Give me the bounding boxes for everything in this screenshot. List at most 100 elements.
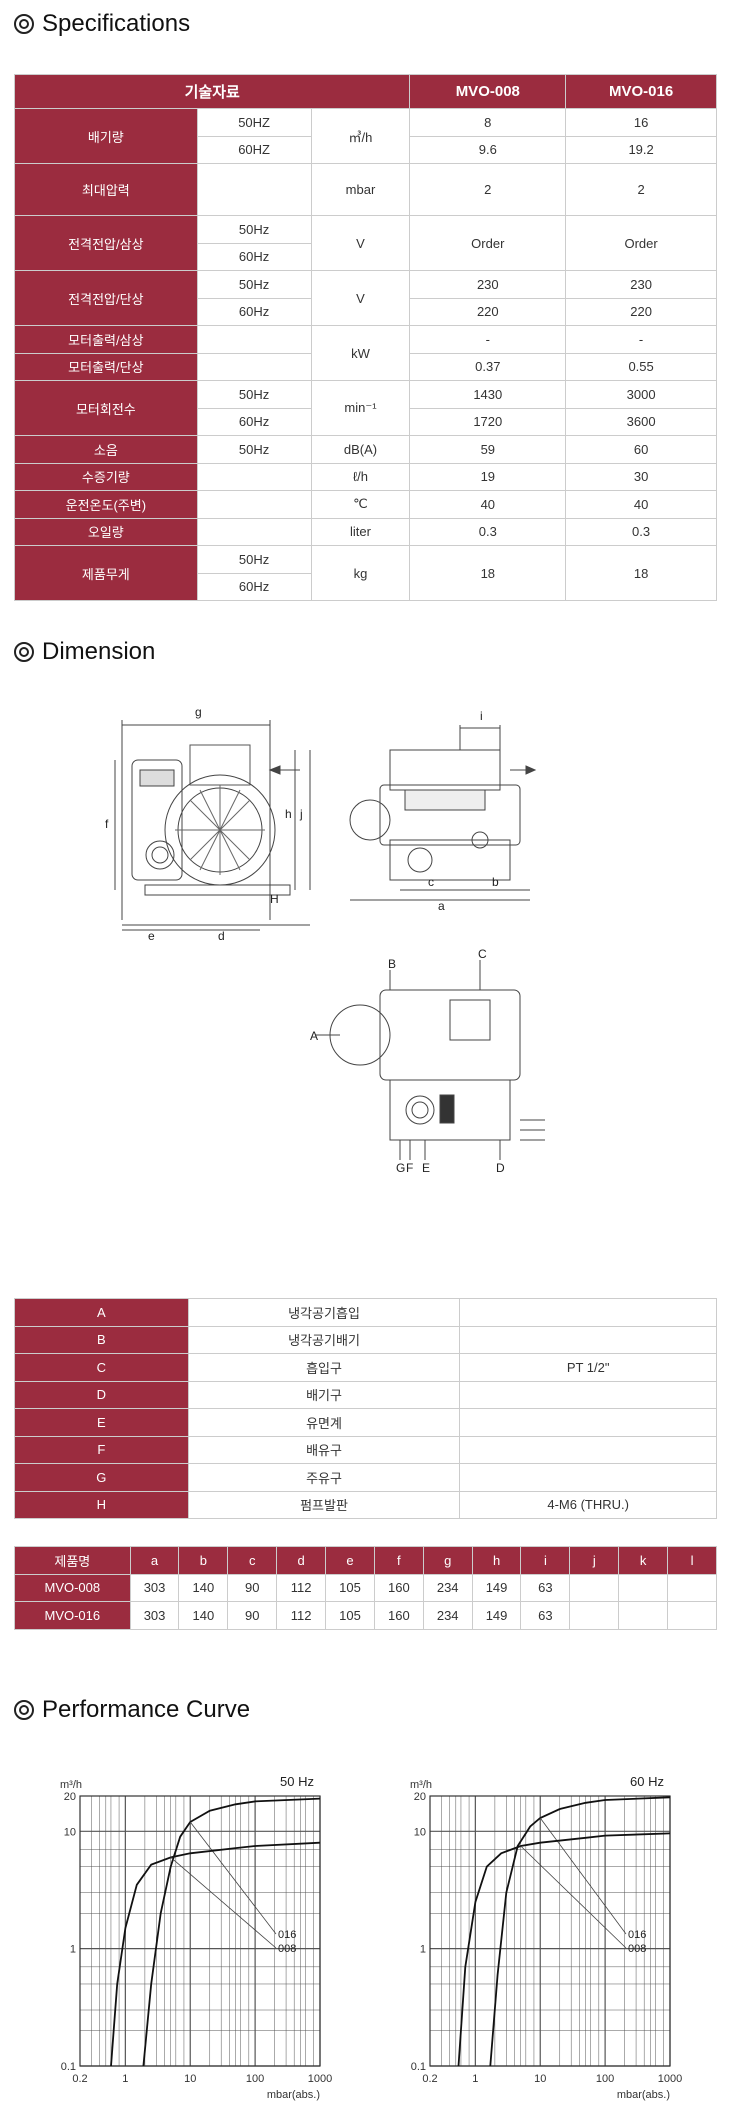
y-axis-label: m³/h bbox=[410, 1779, 432, 1791]
legend-value bbox=[459, 1408, 717, 1437]
legend-desc: 흡입구 bbox=[187, 1353, 461, 1382]
legend-desc: 펌프발판 bbox=[187, 1490, 461, 1519]
spec-freq: 60Hz bbox=[196, 572, 312, 601]
plot-frame bbox=[429, 1795, 671, 2067]
spec-freq: 50Hz bbox=[196, 270, 312, 299]
spec-value: 30 bbox=[565, 462, 717, 491]
x-tick-label: 1 bbox=[472, 2073, 478, 2085]
y-tick-label: 10 bbox=[64, 1826, 76, 1838]
spec-unit: kW bbox=[310, 325, 411, 381]
label-G: G bbox=[396, 1161, 405, 1175]
spec-value: 0.37 bbox=[409, 352, 567, 381]
x-tick-label: 0.2 bbox=[72, 2073, 87, 2085]
label-e: e bbox=[148, 929, 155, 943]
label-c: c bbox=[428, 875, 434, 889]
dims-value: 112 bbox=[276, 1601, 327, 1630]
legend-value bbox=[459, 1435, 717, 1464]
dims-value: 234 bbox=[422, 1573, 473, 1602]
label-F: F bbox=[406, 1161, 413, 1175]
dims-value: 105 bbox=[325, 1573, 375, 1602]
dims-header-cell: b bbox=[178, 1546, 229, 1575]
label-H: H bbox=[270, 892, 279, 906]
spec-header-mvo008: MVO-008 bbox=[409, 74, 567, 109]
spec-freq-empty bbox=[196, 325, 312, 354]
spec-row-label: 최대압력 bbox=[14, 163, 198, 216]
legend-key: G bbox=[14, 1463, 189, 1492]
spec-freq: 50Hz bbox=[196, 435, 312, 464]
dims-header-cell: l bbox=[667, 1546, 717, 1575]
spec-unit: dB(A) bbox=[310, 435, 411, 464]
x-tick-label: 1000 bbox=[658, 2073, 682, 2085]
dims-value: 140 bbox=[178, 1601, 229, 1630]
specifications-title: Specifications bbox=[42, 10, 191, 37]
dims-header-cell: h bbox=[471, 1546, 522, 1575]
spec-value: 220 bbox=[409, 297, 567, 326]
spec-unit: V bbox=[310, 215, 411, 271]
dims-header-cell: c bbox=[227, 1546, 278, 1575]
spec-value: 0.3 bbox=[565, 517, 717, 546]
dims-header-cell: d bbox=[276, 1546, 327, 1575]
dims-model: MVO-016 bbox=[14, 1601, 131, 1630]
top-view-drawing bbox=[315, 960, 545, 1160]
spec-unit: liter bbox=[310, 517, 411, 546]
x-tick-label: 1 bbox=[122, 2073, 128, 2085]
performance-heading: Performance Curve bbox=[14, 1696, 250, 1724]
specifications-table: 기술자료 MVO-008 MVO-016 배기량 50HZ ㎥/h 8 16 6… bbox=[13, 74, 717, 601]
series-leader-line bbox=[539, 1817, 627, 1935]
legend-desc: 유면계 bbox=[187, 1408, 461, 1437]
dims-model: MVO-008 bbox=[14, 1573, 131, 1602]
y-tick-label: 0.1 bbox=[411, 2061, 426, 2073]
spec-value: 230 bbox=[409, 270, 567, 299]
legend-key: E bbox=[14, 1408, 189, 1437]
dims-header-cell: f bbox=[373, 1546, 424, 1575]
y-tick-label: 1 bbox=[420, 1944, 426, 1956]
spec-row-label: 배기량 bbox=[14, 108, 198, 164]
series-label: 016 bbox=[628, 1929, 646, 1941]
double-circle-icon bbox=[14, 1700, 34, 1720]
legend-key: D bbox=[14, 1380, 189, 1409]
y-tick-label: 1 bbox=[70, 1944, 76, 1956]
spec-freq: 60HZ bbox=[196, 135, 312, 164]
x-tick-label: 10 bbox=[534, 2073, 546, 2085]
series-line-008 bbox=[457, 1832, 671, 2067]
spec-freq-empty bbox=[196, 352, 312, 381]
x-tick-label: 0.2 bbox=[422, 2073, 437, 2085]
spec-header-label: 기술자료 bbox=[13, 74, 411, 109]
double-circle-icon bbox=[14, 14, 34, 34]
x-tick-label: 1000 bbox=[308, 2073, 332, 2085]
series-line-008 bbox=[110, 1841, 321, 2067]
legend-value bbox=[459, 1298, 717, 1327]
spec-row-label: 전격전압/단상 bbox=[14, 270, 198, 326]
spec-value: 230 bbox=[565, 270, 717, 299]
series-line-016 bbox=[142, 1797, 321, 2067]
spec-value: 0.55 bbox=[565, 352, 717, 381]
label-B: B bbox=[388, 957, 396, 971]
spec-value: 59 bbox=[409, 435, 567, 464]
label-a: a bbox=[438, 899, 445, 913]
spec-freq: 50Hz bbox=[196, 380, 312, 409]
label-j: j bbox=[299, 807, 303, 821]
legend-value: 4-M6 (THRU.) bbox=[459, 1490, 717, 1519]
x-tick-label: 10 bbox=[184, 2073, 196, 2085]
spec-value: 18 bbox=[565, 545, 717, 601]
legend-value bbox=[459, 1463, 717, 1492]
legend-value: PT 1/2" bbox=[459, 1353, 717, 1382]
dims-header-cell: k bbox=[618, 1546, 669, 1575]
x-tick-label: 100 bbox=[246, 2073, 264, 2085]
dimension-title: Dimension bbox=[42, 638, 156, 665]
series-label: 008 bbox=[278, 1943, 296, 1955]
spec-value: 220 bbox=[565, 297, 717, 326]
dims-value: 105 bbox=[325, 1601, 375, 1630]
plot-frame bbox=[79, 1795, 321, 2067]
dims-value bbox=[618, 1601, 669, 1630]
chart-title: 50 Hz bbox=[280, 1774, 314, 1789]
legend-value bbox=[459, 1325, 717, 1354]
label-C: C bbox=[478, 947, 487, 961]
